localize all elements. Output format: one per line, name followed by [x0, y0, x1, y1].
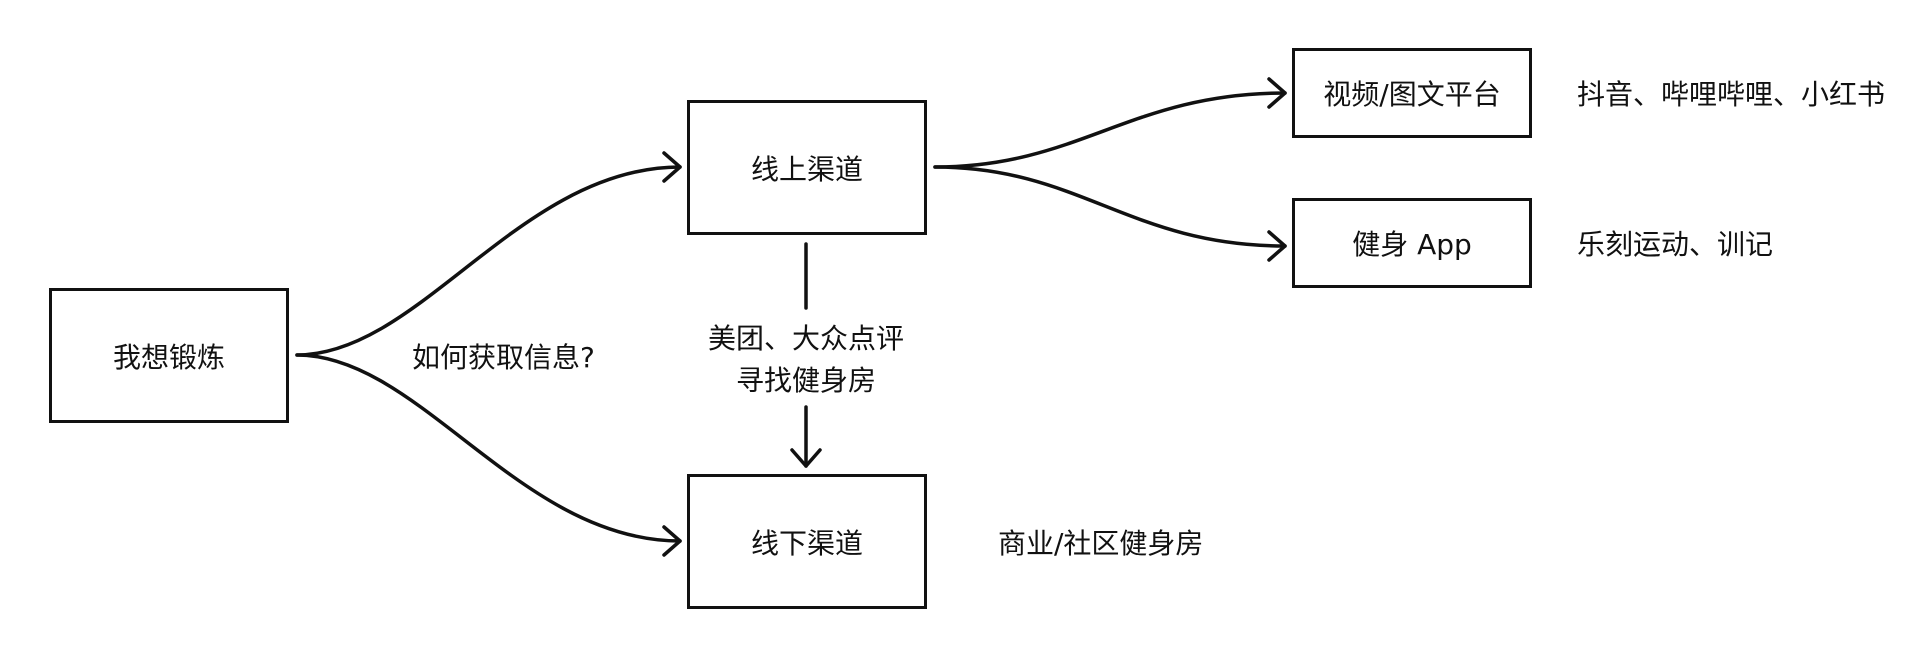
node-start: 我想锻炼 — [49, 288, 289, 423]
node-offline-channel: 线下渠道 — [687, 474, 927, 609]
annotation-offline-examples: 商业/社区健身房 — [998, 527, 1204, 560]
arrowhead-offline-vertical — [790, 448, 822, 468]
edge-label-line-2: 寻找健身房 — [735, 364, 876, 397]
edge-online-to-app — [933, 165, 1287, 248]
node-online-channel: 线上渠道 — [687, 100, 927, 235]
edge-label-line-1: 美团、大众点评 — [707, 322, 904, 355]
node-offline-label: 线下渠道 — [750, 526, 863, 560]
edge-label-how-to-get-info: 如何获取信息? — [412, 341, 595, 374]
edge-label-online-to-offline: 美团、大众点评 寻找健身房 — [696, 318, 916, 402]
node-fitness-app: 健身 App — [1292, 198, 1532, 288]
edge-online-to-video — [933, 91, 1287, 169]
arrowhead-video — [1267, 77, 1287, 109]
annotation-app-examples: 乐刻运动、训记 — [1577, 228, 1774, 261]
node-video-label: 视频/图文平台 — [1323, 78, 1501, 111]
edge-start-to-online — [295, 165, 682, 357]
arrowhead-offline — [662, 525, 682, 557]
node-start-label: 我想锻炼 — [112, 340, 225, 374]
node-app-label: 健身 App — [1352, 228, 1472, 261]
annotation-video-examples: 抖音、哔哩哔哩、小红书 — [1577, 78, 1886, 111]
arrowhead-online — [662, 151, 682, 183]
edge-start-to-offline — [295, 353, 682, 543]
arrowhead-app — [1267, 230, 1287, 262]
node-online-label: 线上渠道 — [750, 152, 863, 186]
node-video-platform: 视频/图文平台 — [1292, 48, 1532, 138]
